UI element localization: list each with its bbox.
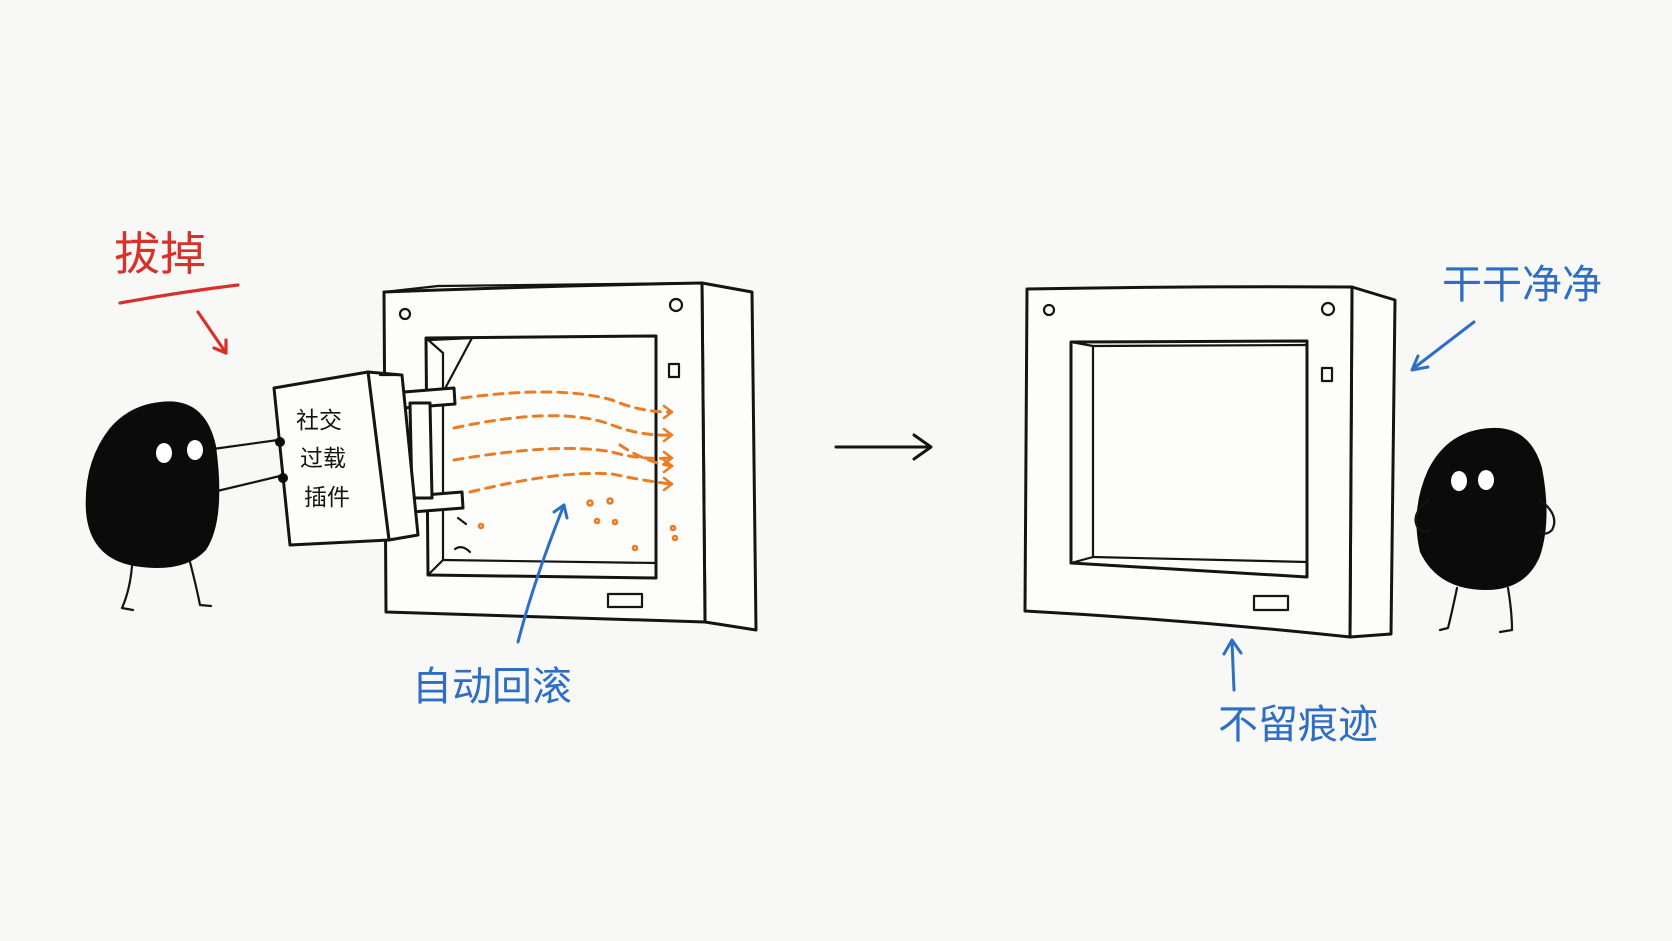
unplug-arrow-head [212,338,228,355]
plugin-label-line2: 过载 [300,446,346,472]
right-device [1023,285,1397,639]
right-device-screen-bevel-bottom [1091,555,1309,564]
right-device-slot [1252,594,1290,612]
right-character-arm-right [1538,498,1556,535]
unplug-underline [118,283,240,305]
plugin-box-front [272,370,391,547]
auto-rollback-label: 自动回滚 [412,664,572,710]
no-trace-arrow-head [1222,638,1243,656]
right-character-eye-left [1451,471,1467,491]
left-character-body [85,401,220,568]
right-character-leg-right [1498,586,1514,634]
no-trace-label: 不留痕迹 [1218,702,1378,748]
left-character-hand-bottom [278,473,288,483]
left-character [85,401,288,612]
right-device-screw-left [1042,303,1056,317]
clean-arrow-shaft [1412,320,1476,370]
plugin-label-line3: 插件 [304,485,350,511]
right-device-indicator [1320,366,1334,383]
left-device-slot [606,592,644,609]
right-device-screen [1069,339,1309,579]
right-device-screw-right [1320,301,1336,317]
right-character-body [1416,427,1547,590]
rollback-flow-lines [452,390,674,494]
left-device-bracket [428,336,474,400]
flow-line-3 [452,446,672,462]
no-trace-annotation: 不留痕迹 [1218,638,1378,748]
auto-rollback-annotation: 自动回滚 [412,503,572,710]
right-character-arm-left [1414,498,1432,533]
left-character-eye-left [156,443,172,463]
left-character-hand-top [275,437,285,447]
right-character [1414,427,1556,634]
right-character-eye-right [1478,470,1494,490]
transition-arrow [834,433,933,461]
auto-rollback-arrow-shaft [516,503,566,644]
clean-annotation: 干干净净 [1410,262,1602,372]
flow-line-5 [618,443,674,468]
right-device-screen-bevel-left [1069,340,1095,565]
left-device-screw-left [398,307,412,321]
left-device-top-edge [382,281,704,294]
left-device-screen-bevel-left [424,336,445,577]
unplug-annotation: 拔掉 [114,227,240,355]
plugin-box: 社交 过载 插件 [272,370,465,547]
clean-arrow-head [1410,354,1430,372]
plugin-label-line1: 社交 [296,408,342,434]
left-character-leg-right [188,560,213,608]
left-device-indicator [667,362,681,379]
right-character-leg-left [1438,586,1459,632]
left-device-screen-bevel-bottom [441,558,658,565]
right-device-side [1348,285,1397,639]
transition-arrow-head [912,433,933,461]
flow-line-1 [460,390,672,414]
flow-line-4 [468,471,672,494]
unplug-arrow-shaft [196,310,228,355]
left-device-crumbs [453,516,472,554]
flow-line-2 [452,414,672,437]
unplug-label: 拔掉 [114,227,206,281]
left-device [382,281,758,632]
left-device-debris [477,497,679,552]
left-device-side [700,281,758,632]
right-device-screen-bevel-top [1091,343,1309,348]
left-character-eye-right [187,440,203,460]
left-device-screen [424,334,658,580]
clean-label: 干干净净 [1442,262,1602,308]
flow-arrowheads [662,404,674,492]
left-character-leg-left [120,564,135,612]
auto-rollback-arrow-head [552,503,569,520]
left-character-arms [211,438,282,494]
no-trace-arrow-shaft [1230,640,1236,692]
left-device-screw-right [668,297,684,313]
